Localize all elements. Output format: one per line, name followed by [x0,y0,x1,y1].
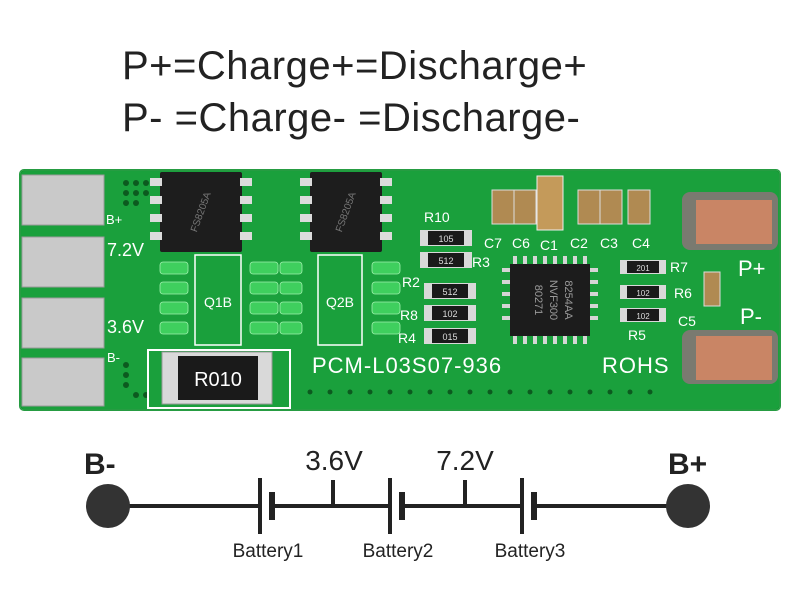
pad-b-plus [21,174,105,226]
pad-b-minus [21,357,105,407]
mosfet-q2-label: Q2B [326,294,354,310]
svg-text:105: 105 [438,234,453,244]
ref-r4: R4 [398,330,416,346]
ref-c2: C2 [570,235,588,251]
pad-7v2 [21,236,105,288]
mosfet-q1: FS8205A [150,172,252,252]
ref-c7: C7 [484,235,502,251]
ref-c6: C6 [512,235,530,251]
ic-marking-1: 8254AA [562,280,574,320]
mosfet-q1-label: Q1B [204,294,232,310]
svg-text:512: 512 [442,287,457,297]
svg-text:201: 201 [636,264,650,273]
shunt-label: R010 [194,369,242,391]
tap-label-7v2: 7.2V [436,445,494,476]
svg-text:102: 102 [636,289,650,298]
resistor-r10: 105 [420,230,472,246]
resistor-r7: 201 [620,260,666,274]
pad-label-b-minus: B- [107,350,120,365]
resistor-r2: 512 [424,283,476,299]
ic-marking-2: NVF300 [547,280,559,320]
heading-line-1: P+=Charge+=Discharge+ [122,44,588,88]
ref-c3: C3 [600,235,618,251]
schematic-label-b-minus: B- [84,448,116,481]
ref-c4: C4 [632,235,650,251]
terminal-b-plus [666,484,710,528]
heading-line-2: P- =Charge- =Discharge- [122,96,581,140]
battery3-label: Battery3 [495,541,566,562]
svg-text:015: 015 [442,332,457,342]
resistor-r4: 015 [424,328,476,344]
ref-r10: R10 [424,209,450,225]
board-model: PCM-L03S07-936 [312,353,502,378]
capacitor-c5 [703,271,721,307]
battery-schematic [86,478,710,534]
resistor-r5: 102 [620,308,666,322]
battery2-label: Battery2 [363,541,434,562]
ref-r7: R7 [670,259,688,275]
output-label-p-minus: P- [740,304,762,329]
pad-label-7v2: 7.2V [107,240,144,260]
ref-c5: C5 [678,313,696,329]
ref-r5: R5 [628,327,646,343]
ref-r6: R6 [674,285,692,301]
ref-r2: R2 [402,274,420,290]
svg-text:102: 102 [636,312,650,321]
pad-3v6 [21,297,105,349]
pad-label-b-plus: B+ [106,212,122,227]
output-label-p-plus: P+ [738,256,766,281]
ic-marking-3: 80271 [532,285,544,316]
tap-label-3v6: 3.6V [305,445,363,476]
resistor-r3: 512 [420,252,472,268]
ref-r8: R8 [400,307,418,323]
svg-text:512: 512 [438,256,453,266]
resistor-r8: 102 [424,305,476,321]
pad-label-3v6: 3.6V [107,317,144,337]
svg-text:102: 102 [442,309,457,319]
capacitors [491,175,651,231]
resistor-r6: 102 [620,285,666,299]
ref-c1: C1 [540,237,558,253]
terminal-b-minus [86,484,130,528]
battery1-label: Battery1 [233,541,304,562]
ref-r3: R3 [472,254,490,270]
mosfet-q2: FS8205A [300,172,392,252]
board-rohs: ROHS [602,353,670,378]
protection-ic: 8254AA NVF300 80271 [502,256,598,344]
schematic-label-b-plus: B+ [668,448,707,481]
